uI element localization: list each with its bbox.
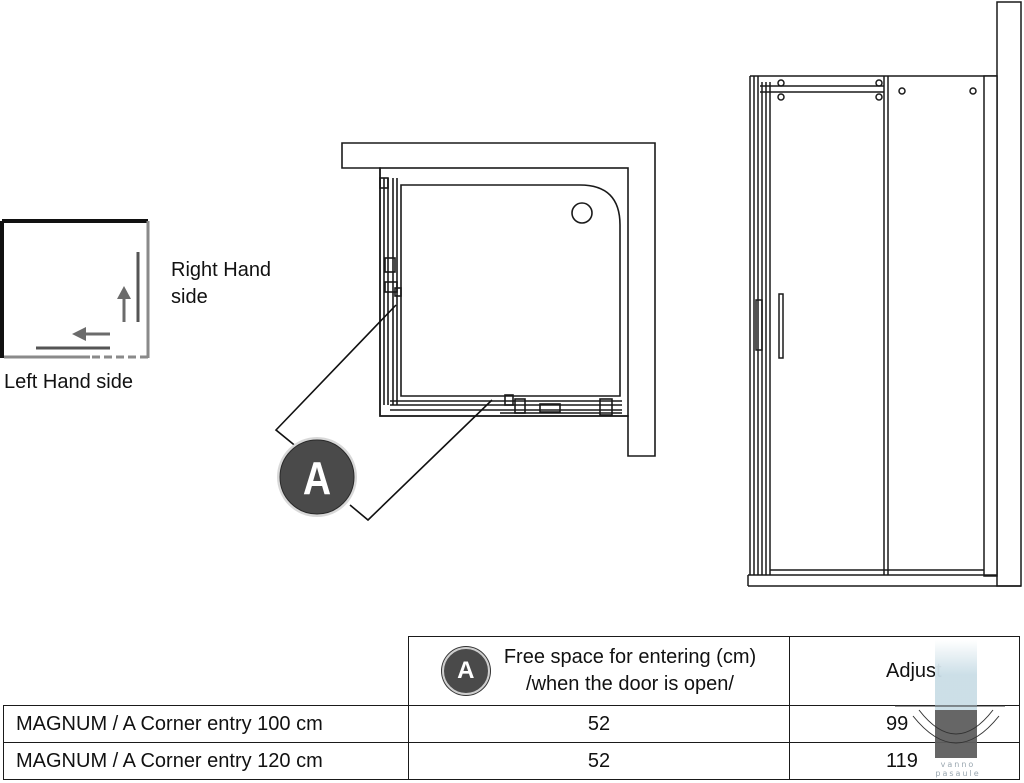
a-badge-small-icon: A	[441, 647, 490, 695]
inner-enclosure-outline	[379, 167, 629, 417]
a-badge-letter: A	[302, 452, 332, 504]
up-arrow-icon	[117, 286, 131, 322]
right-hand-side-label: Right Hand side	[171, 257, 271, 311]
a-badge-icon	[277, 437, 357, 517]
callout-lines	[274, 304, 493, 522]
table-cell-free-space: 52	[408, 705, 790, 743]
front-elevation	[747, 1, 1022, 587]
elevation-wall	[996, 1, 1022, 587]
table-row: MAGNUM / A Corner entry 100 cm 52 99	[3, 705, 1020, 743]
header-free-space-line1: Free space for entering (cm)	[503, 646, 757, 668]
left-hand-side-label: Left Hand side	[4, 371, 133, 393]
spec-table: A Free space for entering (cm) /when the…	[3, 636, 1020, 780]
watermark-text-line1: vanno	[940, 760, 976, 769]
table-header-blank	[3, 636, 409, 706]
table-header-row: A Free space for entering (cm) /when the…	[3, 636, 1020, 706]
right-hand-side-line1: Right Hand	[171, 259, 272, 281]
right-hand-side-line2: side	[171, 286, 208, 308]
left-arrow-icon	[72, 327, 110, 341]
table-row: MAGNUM / A Corner entry 120 cm 52 119	[3, 742, 1020, 780]
table-cell-model: MAGNUM / A Corner entry 120 cm	[3, 742, 409, 780]
shower-tray	[400, 184, 621, 397]
table-cell-free-space: 52	[408, 742, 790, 780]
wall-outline	[341, 142, 656, 457]
table-header-free-space: A Free space for entering (cm) /when the…	[408, 636, 790, 706]
watermark-logo	[895, 640, 1005, 758]
table-cell-adjust: 119	[789, 742, 1020, 780]
watermark-text: vanno pasaule	[918, 760, 998, 778]
drain-icon	[571, 202, 593, 224]
header-free-space-line2: /when the door is open/	[526, 673, 734, 695]
watermark-text-line2: pasaule	[935, 769, 981, 778]
top-view-plan	[341, 142, 656, 457]
table-cell-model: MAGNUM / A Corner entry 100 cm	[3, 705, 409, 743]
